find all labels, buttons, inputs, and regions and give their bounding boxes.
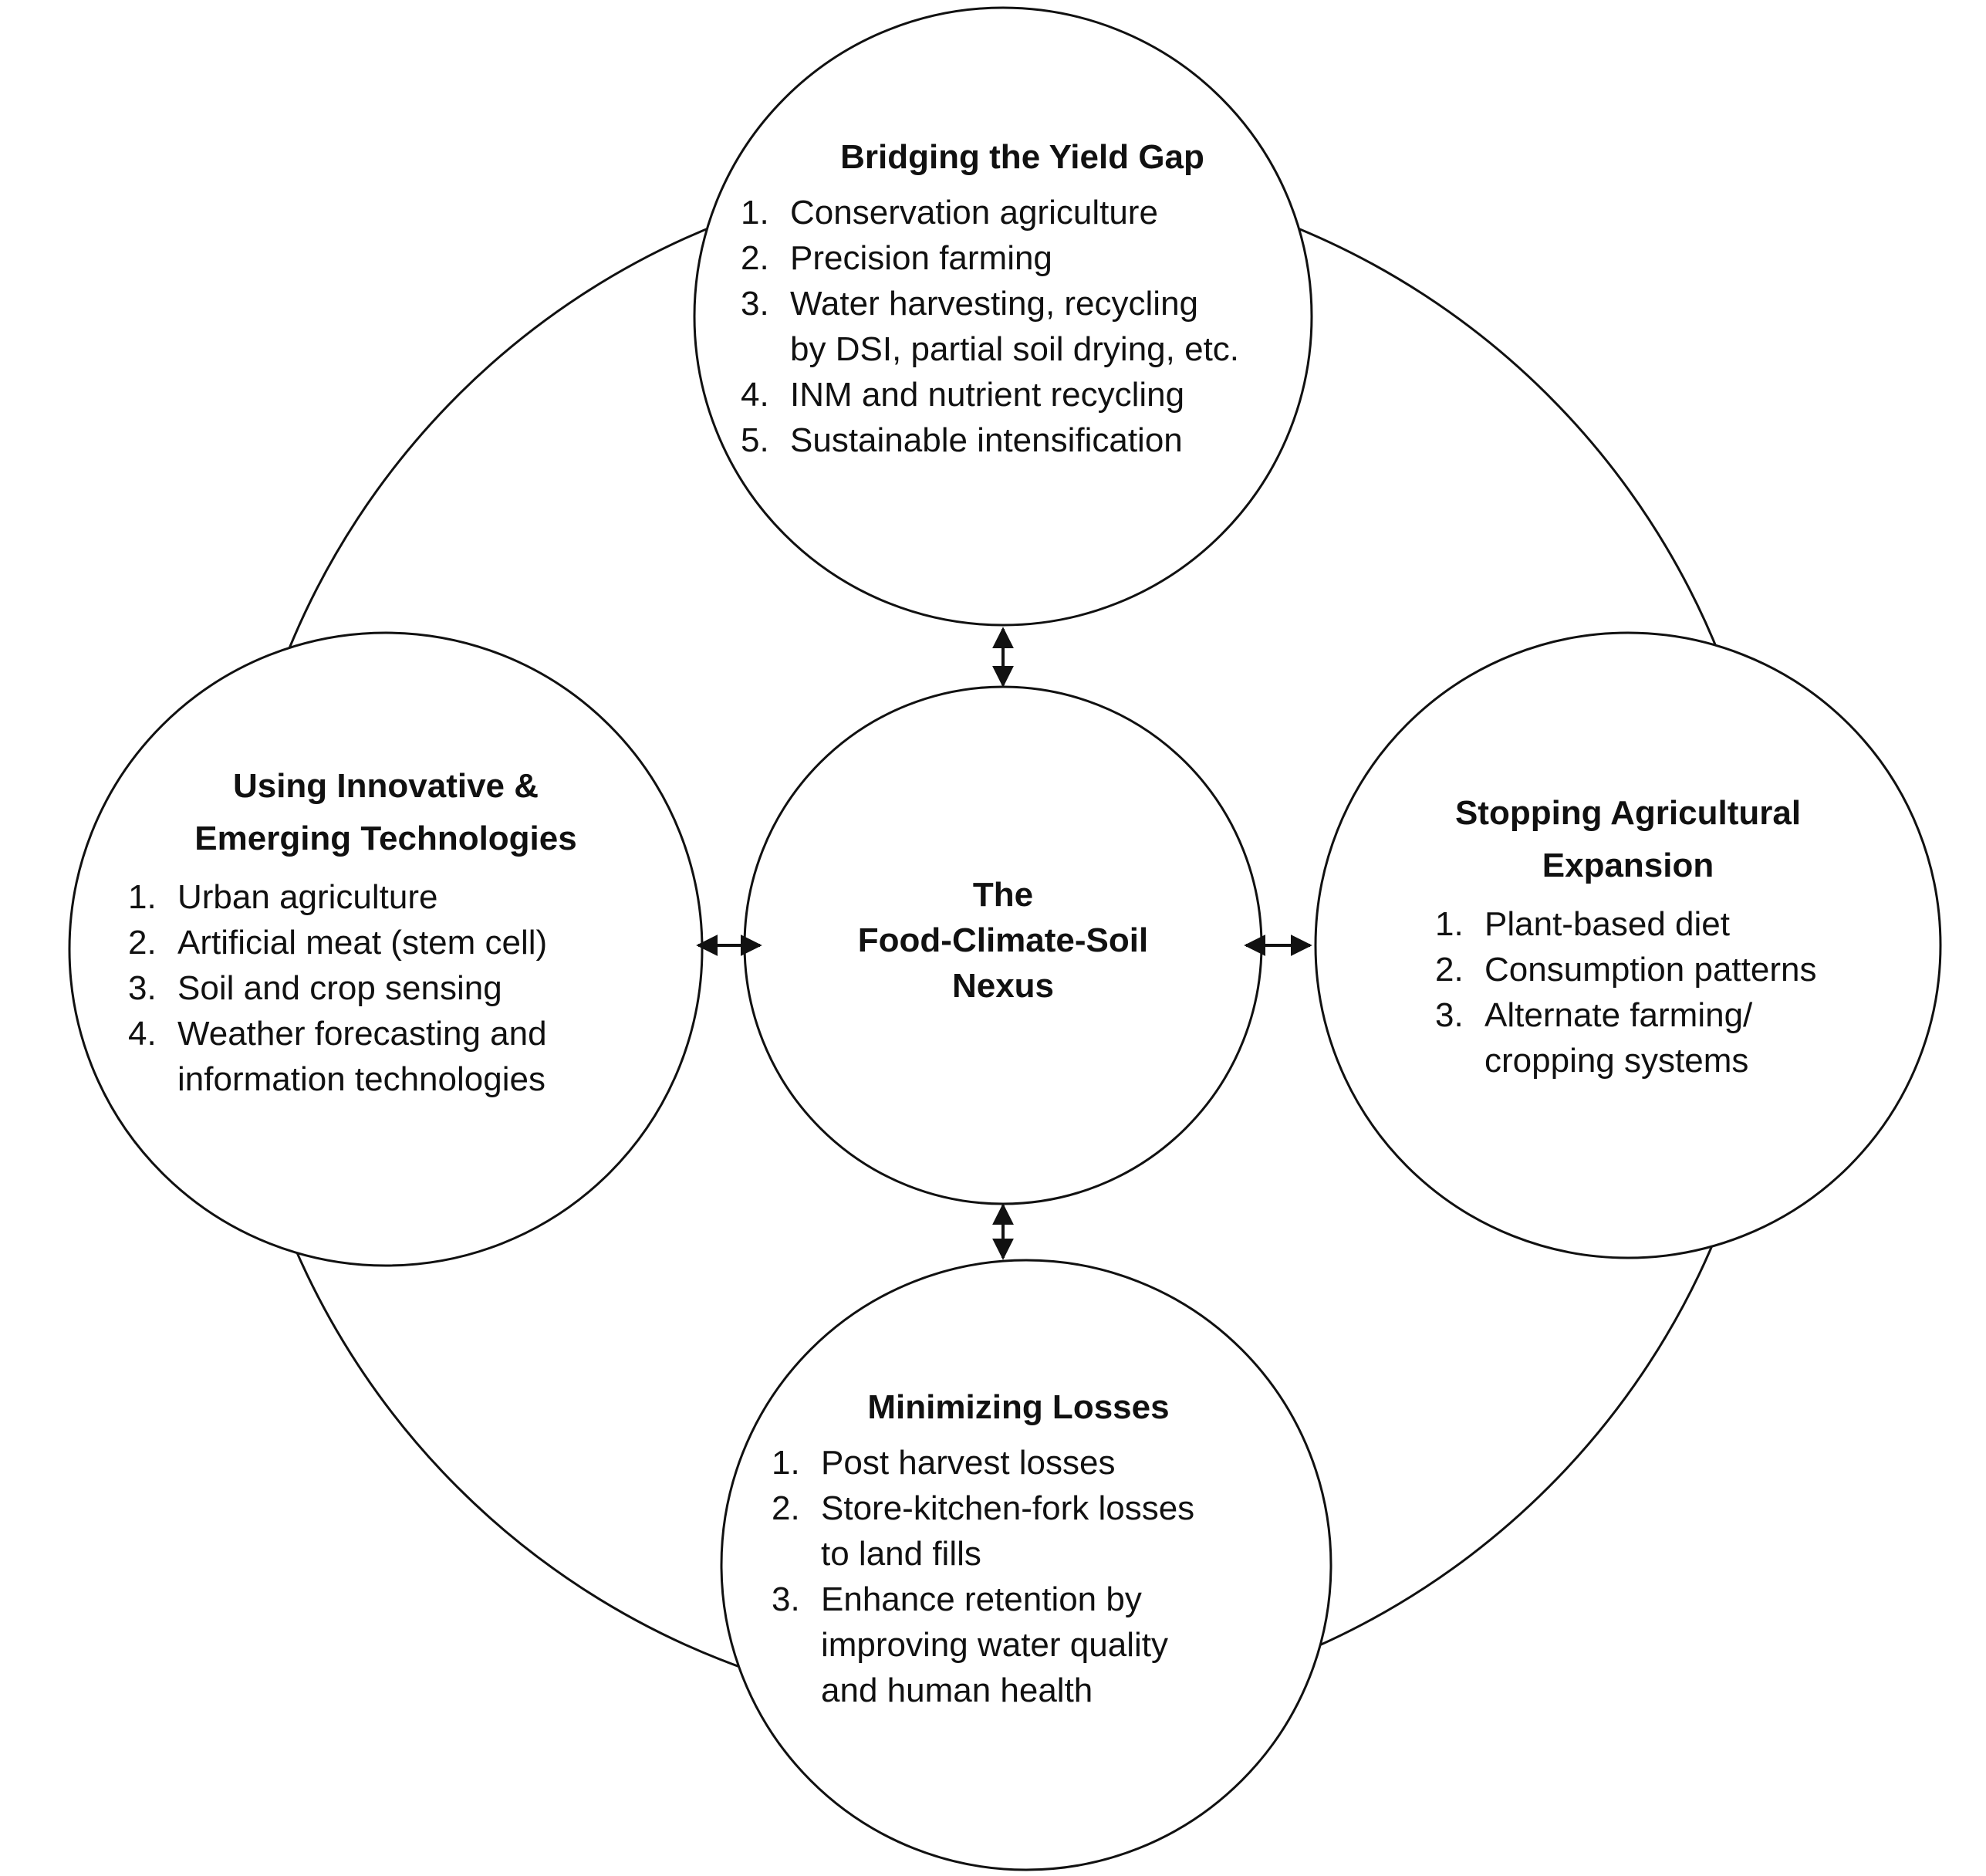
right-node-list: 1. Plant-based diet 2. Consumption patterns… <box>1435 901 1844 1083</box>
list-item-line: Post harvest losses <box>821 1444 1116 1482</box>
list-item-line: Urban agriculture <box>177 878 438 916</box>
list-item-line: Precision farming <box>790 239 1052 277</box>
right-list-item: 3. Alternate farming/cropping systems <box>1435 992 1844 1083</box>
top-list-item: 1. Conservation agriculture <box>741 190 1312 235</box>
left-node-title: Using Innovative & Emerging Technologies <box>116 760 656 865</box>
list-item-number: 1. <box>1435 905 1464 943</box>
list-item-text: INM and nutrient recycling <box>790 372 1184 417</box>
list-item-text: Precision farming <box>790 235 1052 281</box>
left-list-item: 1. Urban agriculture <box>128 874 656 920</box>
list-item-number: 2. <box>128 924 157 962</box>
bottom-list-item: 3. Enhance retention by improving water qu… <box>772 1577 1273 1713</box>
top-list-item: 5. Sustainable intensification <box>741 417 1312 463</box>
list-item-line: Enhance retention by <box>821 1580 1142 1618</box>
list-item-number: 5. <box>741 421 769 459</box>
list-item-line: Weather forecasting and <box>177 1015 547 1053</box>
right-title-line: Expansion <box>1542 847 1714 884</box>
list-item-line: by DSI, partial soil drying, etc. <box>790 330 1240 368</box>
list-item-number: 2. <box>1435 951 1464 989</box>
list-item-number: 1. <box>772 1444 800 1482</box>
bottom-node-list: 1. Post harvest losses 2. Store-kitchen-for… <box>772 1440 1273 1713</box>
left-title-line: Emerging Technologies <box>194 820 577 857</box>
bottom-list-item: 1. Post harvest losses <box>772 1440 1273 1486</box>
list-item-text: Water harvesting, recycling by DSI, parti… <box>790 281 1239 372</box>
left-list-item: 3. Soil and crop sensing <box>128 965 656 1011</box>
left-node-text: Using Innovative &Emerging Technologies … <box>116 760 656 1102</box>
list-item-number: 1. <box>741 194 769 232</box>
top-list-item: 2. Precision farming <box>741 235 1312 281</box>
top-list-item: 4. INM and nutrient recycling <box>741 372 1312 417</box>
list-item-line: Conservation agriculture <box>790 194 1158 232</box>
list-item-number: 3. <box>772 1580 800 1618</box>
list-item-number: 4. <box>128 1015 157 1053</box>
list-item-line: INM and nutrient recycling <box>790 376 1185 414</box>
list-item-text: Post harvest losses <box>821 1440 1116 1486</box>
list-item-text: Plant-based diet <box>1484 901 1730 947</box>
top-node-text: Bridging the Yield Gap 1. Conservation ag… <box>733 131 1312 463</box>
list-item-number: 2. <box>772 1489 800 1527</box>
list-item-text: Conservation agriculture <box>790 190 1158 235</box>
bottom-title-line: Minimizing Losses <box>867 1388 1170 1426</box>
right-list-item: 1. Plant-based diet <box>1435 901 1844 947</box>
list-item-text: Sustainable intensification <box>790 417 1183 463</box>
center-title-line: Food-Climate-Soil <box>857 921 1149 959</box>
bottom-node-title: Minimizing Losses <box>764 1381 1273 1434</box>
list-item-line: Artificial meat (stem cell) <box>177 924 548 962</box>
left-node-list: 1. Urban agriculture 2. Artificial meat (st… <box>128 874 656 1102</box>
right-list-item: 2. Consumption patterns <box>1435 947 1844 992</box>
top-node-list: 1. Conservation agriculture 2. Precision fa… <box>741 190 1312 463</box>
right-title-line: Stopping Agricultural <box>1454 794 1802 832</box>
list-item-line: Alternate farming/ <box>1484 996 1753 1034</box>
left-list-item: 2. Artificial meat (stem cell) <box>128 920 656 965</box>
center-title-line: Nexus <box>951 967 1055 1005</box>
list-item-line: Soil and crop sensing <box>177 969 502 1007</box>
bottom-node-text: Minimizing Losses 1. Post harvest losses 2… <box>764 1381 1273 1713</box>
list-item-text: Urban agriculture <box>177 874 438 920</box>
list-item-number: 3. <box>1435 996 1464 1034</box>
list-item-text: Consumption patterns <box>1484 947 1816 992</box>
list-item-text: Enhance retention by improving water qual… <box>821 1577 1168 1713</box>
list-item-line: information technologies <box>177 1060 545 1098</box>
list-item-line: Consumption patterns <box>1484 951 1817 989</box>
list-item-number: 4. <box>741 376 769 414</box>
list-item-number: 1. <box>128 878 157 916</box>
list-item-line: and human health <box>821 1671 1093 1709</box>
list-item-text: Alternate farming/cropping systems <box>1484 992 1752 1083</box>
bottom-list-item: 2. Store-kitchen-fork losses to land fills <box>772 1486 1273 1577</box>
list-item-text: Store-kitchen-fork losses to land fills <box>821 1486 1194 1577</box>
left-list-item: 4. Weather forecasting and information tec… <box>128 1011 656 1102</box>
list-item-number: 3. <box>741 285 769 323</box>
bottom-node-circle <box>720 1259 1332 1871</box>
top-node-circle <box>693 6 1313 627</box>
center-title-line: The <box>972 876 1034 914</box>
list-item-line: Sustainable intensification <box>790 421 1183 459</box>
list-item-number: 2. <box>741 239 769 277</box>
list-item-line: improving water quality <box>821 1626 1168 1664</box>
top-list-item: 3. Water harvesting, recycling by DSI, par… <box>741 281 1312 372</box>
top-title-line: Bridging the Yield Gap <box>840 138 1204 176</box>
list-item-line: Store-kitchen-fork losses <box>821 1489 1195 1527</box>
list-item-number: 3. <box>128 969 157 1007</box>
left-title-line: Using Innovative & <box>232 767 539 805</box>
list-item-text: Artificial meat (stem cell) <box>177 920 547 965</box>
top-node-title: Bridging the Yield Gap <box>733 131 1312 184</box>
list-item-text: Weather forecasting and information techn… <box>177 1011 547 1102</box>
right-node-circle <box>1314 631 1942 1259</box>
list-item-text: Soil and crop sensing <box>177 965 502 1011</box>
list-item-line: cropping systems <box>1484 1042 1749 1080</box>
list-item-line: to land fills <box>821 1535 981 1573</box>
list-item-line: Plant-based diet <box>1484 905 1730 943</box>
list-item-line: Water harvesting, recycling <box>790 285 1199 323</box>
